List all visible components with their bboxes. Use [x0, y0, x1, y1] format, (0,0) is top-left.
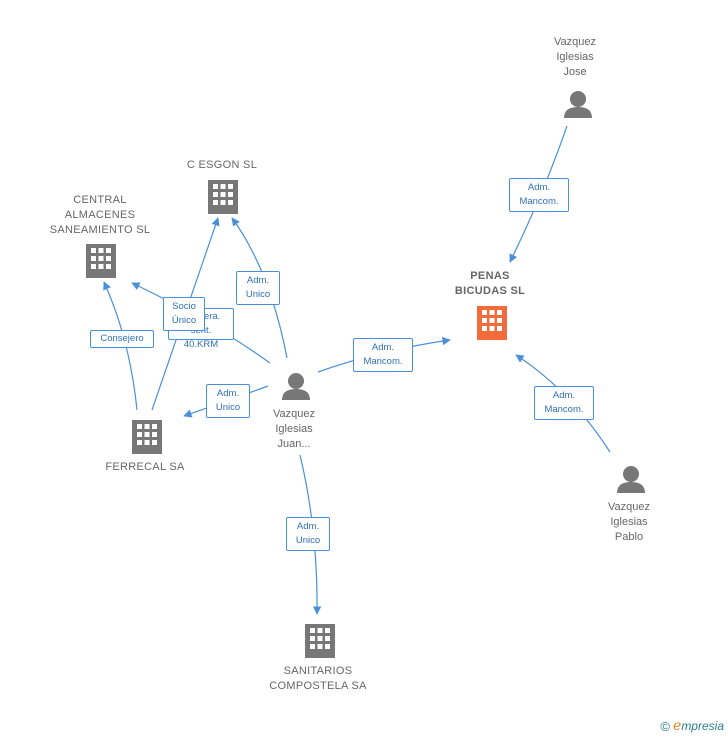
relation-box-jose-penas[interactable]: Adm. Mancom.	[509, 178, 569, 212]
person-icon[interactable]	[617, 466, 645, 493]
company-label-cesgon[interactable]: C ESGON SL	[186, 159, 258, 171]
building-icon[interactable]	[305, 624, 335, 658]
relation-box-juan-cesgon[interactable]: Adm. Unico	[236, 271, 280, 305]
company-label-penas-bicudas[interactable]: PENAS BICUDAS SL	[454, 270, 526, 297]
person-label-juan[interactable]: Vazquez Iglesias Juan...	[273, 408, 315, 450]
relation-box-ferrecal-cesgon[interactable]: Socio Único	[163, 297, 205, 331]
company-label-central-almacenes[interactable]: CENTRAL ALMACENES SANEAMIENTO SL	[49, 194, 151, 236]
company-label-ferrecal[interactable]: FERRECAL SA	[105, 461, 185, 473]
building-icon[interactable]	[477, 306, 507, 340]
relation-box-juan-ferrecal[interactable]: Adm. Unico	[206, 384, 250, 418]
person-label-jose[interactable]: Vazquez Iglesias Jose	[554, 36, 596, 78]
person-label-pablo[interactable]: Vazquez Iglesias Pablo	[608, 501, 650, 543]
person-icon[interactable]	[282, 373, 310, 400]
relation-box-juan-penas[interactable]: Adm. Mancom.	[353, 338, 413, 372]
building-icon[interactable]	[86, 244, 116, 278]
relation-box-ferrecal-central[interactable]: Consejero	[90, 330, 154, 348]
building-icon[interactable]	[132, 420, 162, 454]
brand-logo[interactable]: empresia	[673, 718, 724, 734]
copyright-icon: ©	[660, 718, 671, 734]
copyright-brand: © empresia	[660, 718, 724, 734]
company-label-sanitarios-compostela[interactable]: SANITARIOS COMPOSTELA SA	[269, 665, 367, 692]
relation-box-pablo-penas[interactable]: Adm. Mancom.	[534, 386, 594, 420]
person-icon[interactable]	[564, 91, 592, 118]
building-icon[interactable]	[208, 180, 238, 214]
relation-box-juan-sanitarios[interactable]: Adm. Unico	[286, 517, 330, 551]
